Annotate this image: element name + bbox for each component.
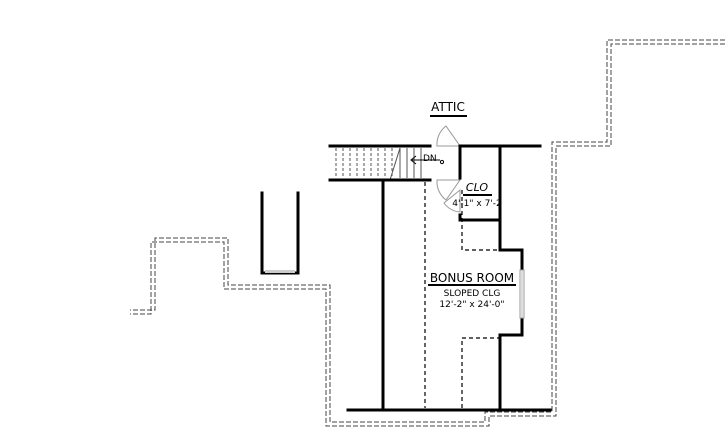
window [265, 269, 525, 319]
door-swings [436, 125, 461, 213]
roof-outline [130, 39, 725, 427]
closet-name: CLO [466, 181, 488, 194]
room-note: SLOPED CLG [444, 289, 501, 299]
walls [260, 144, 552, 412]
attic-label: ATTIC [431, 100, 465, 114]
room-name: BONUS ROOM [430, 271, 514, 285]
stair-arrow-icon [410, 155, 445, 165]
room-size: 12'-2" x 24'-0" [439, 300, 504, 310]
stairs: DN [335, 147, 445, 181]
sloped-ceiling-lines [424, 182, 500, 408]
closet-size: 4'-1" x 7'-2 [452, 199, 502, 209]
stair-direction-label: DN [423, 154, 437, 164]
